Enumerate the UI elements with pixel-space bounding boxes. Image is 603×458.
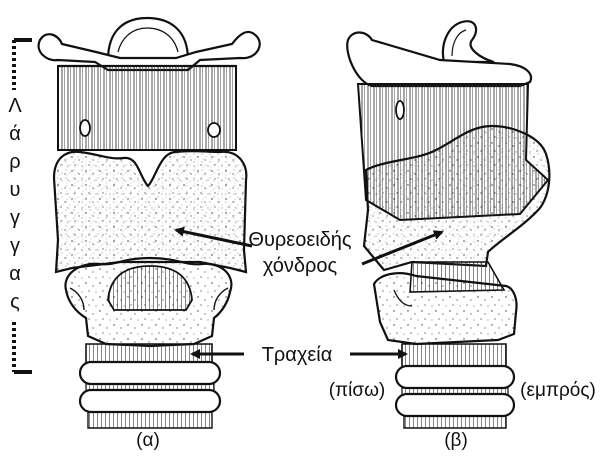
- front-label: (εμπρός): [520, 380, 596, 401]
- larynx-letter: ά: [9, 123, 21, 145]
- larynx-letter: ς: [10, 291, 20, 313]
- larynx-letter: υ: [10, 179, 21, 201]
- back-label: (πίσω): [329, 380, 386, 401]
- panel-b-label: (β): [444, 430, 468, 451]
- larynx-back-view: [39, 18, 260, 428]
- larynx-bracket: [4, 40, 32, 372]
- trachea-label: Τραχεία: [262, 344, 333, 366]
- panel-a-label: (α): [136, 430, 160, 451]
- larynx-side-view: [347, 21, 549, 428]
- larynx-letter: γ: [10, 207, 20, 229]
- larynx-letter: ρ: [9, 151, 20, 173]
- thyroid-label-line1: Θυρεοειδής: [248, 229, 352, 251]
- thyroid-label-line2: χόνδρος: [263, 255, 338, 277]
- larynx-letter: γ: [10, 235, 20, 257]
- larynx-letter: Λ: [8, 95, 22, 117]
- larynx-letter: α: [9, 263, 21, 285]
